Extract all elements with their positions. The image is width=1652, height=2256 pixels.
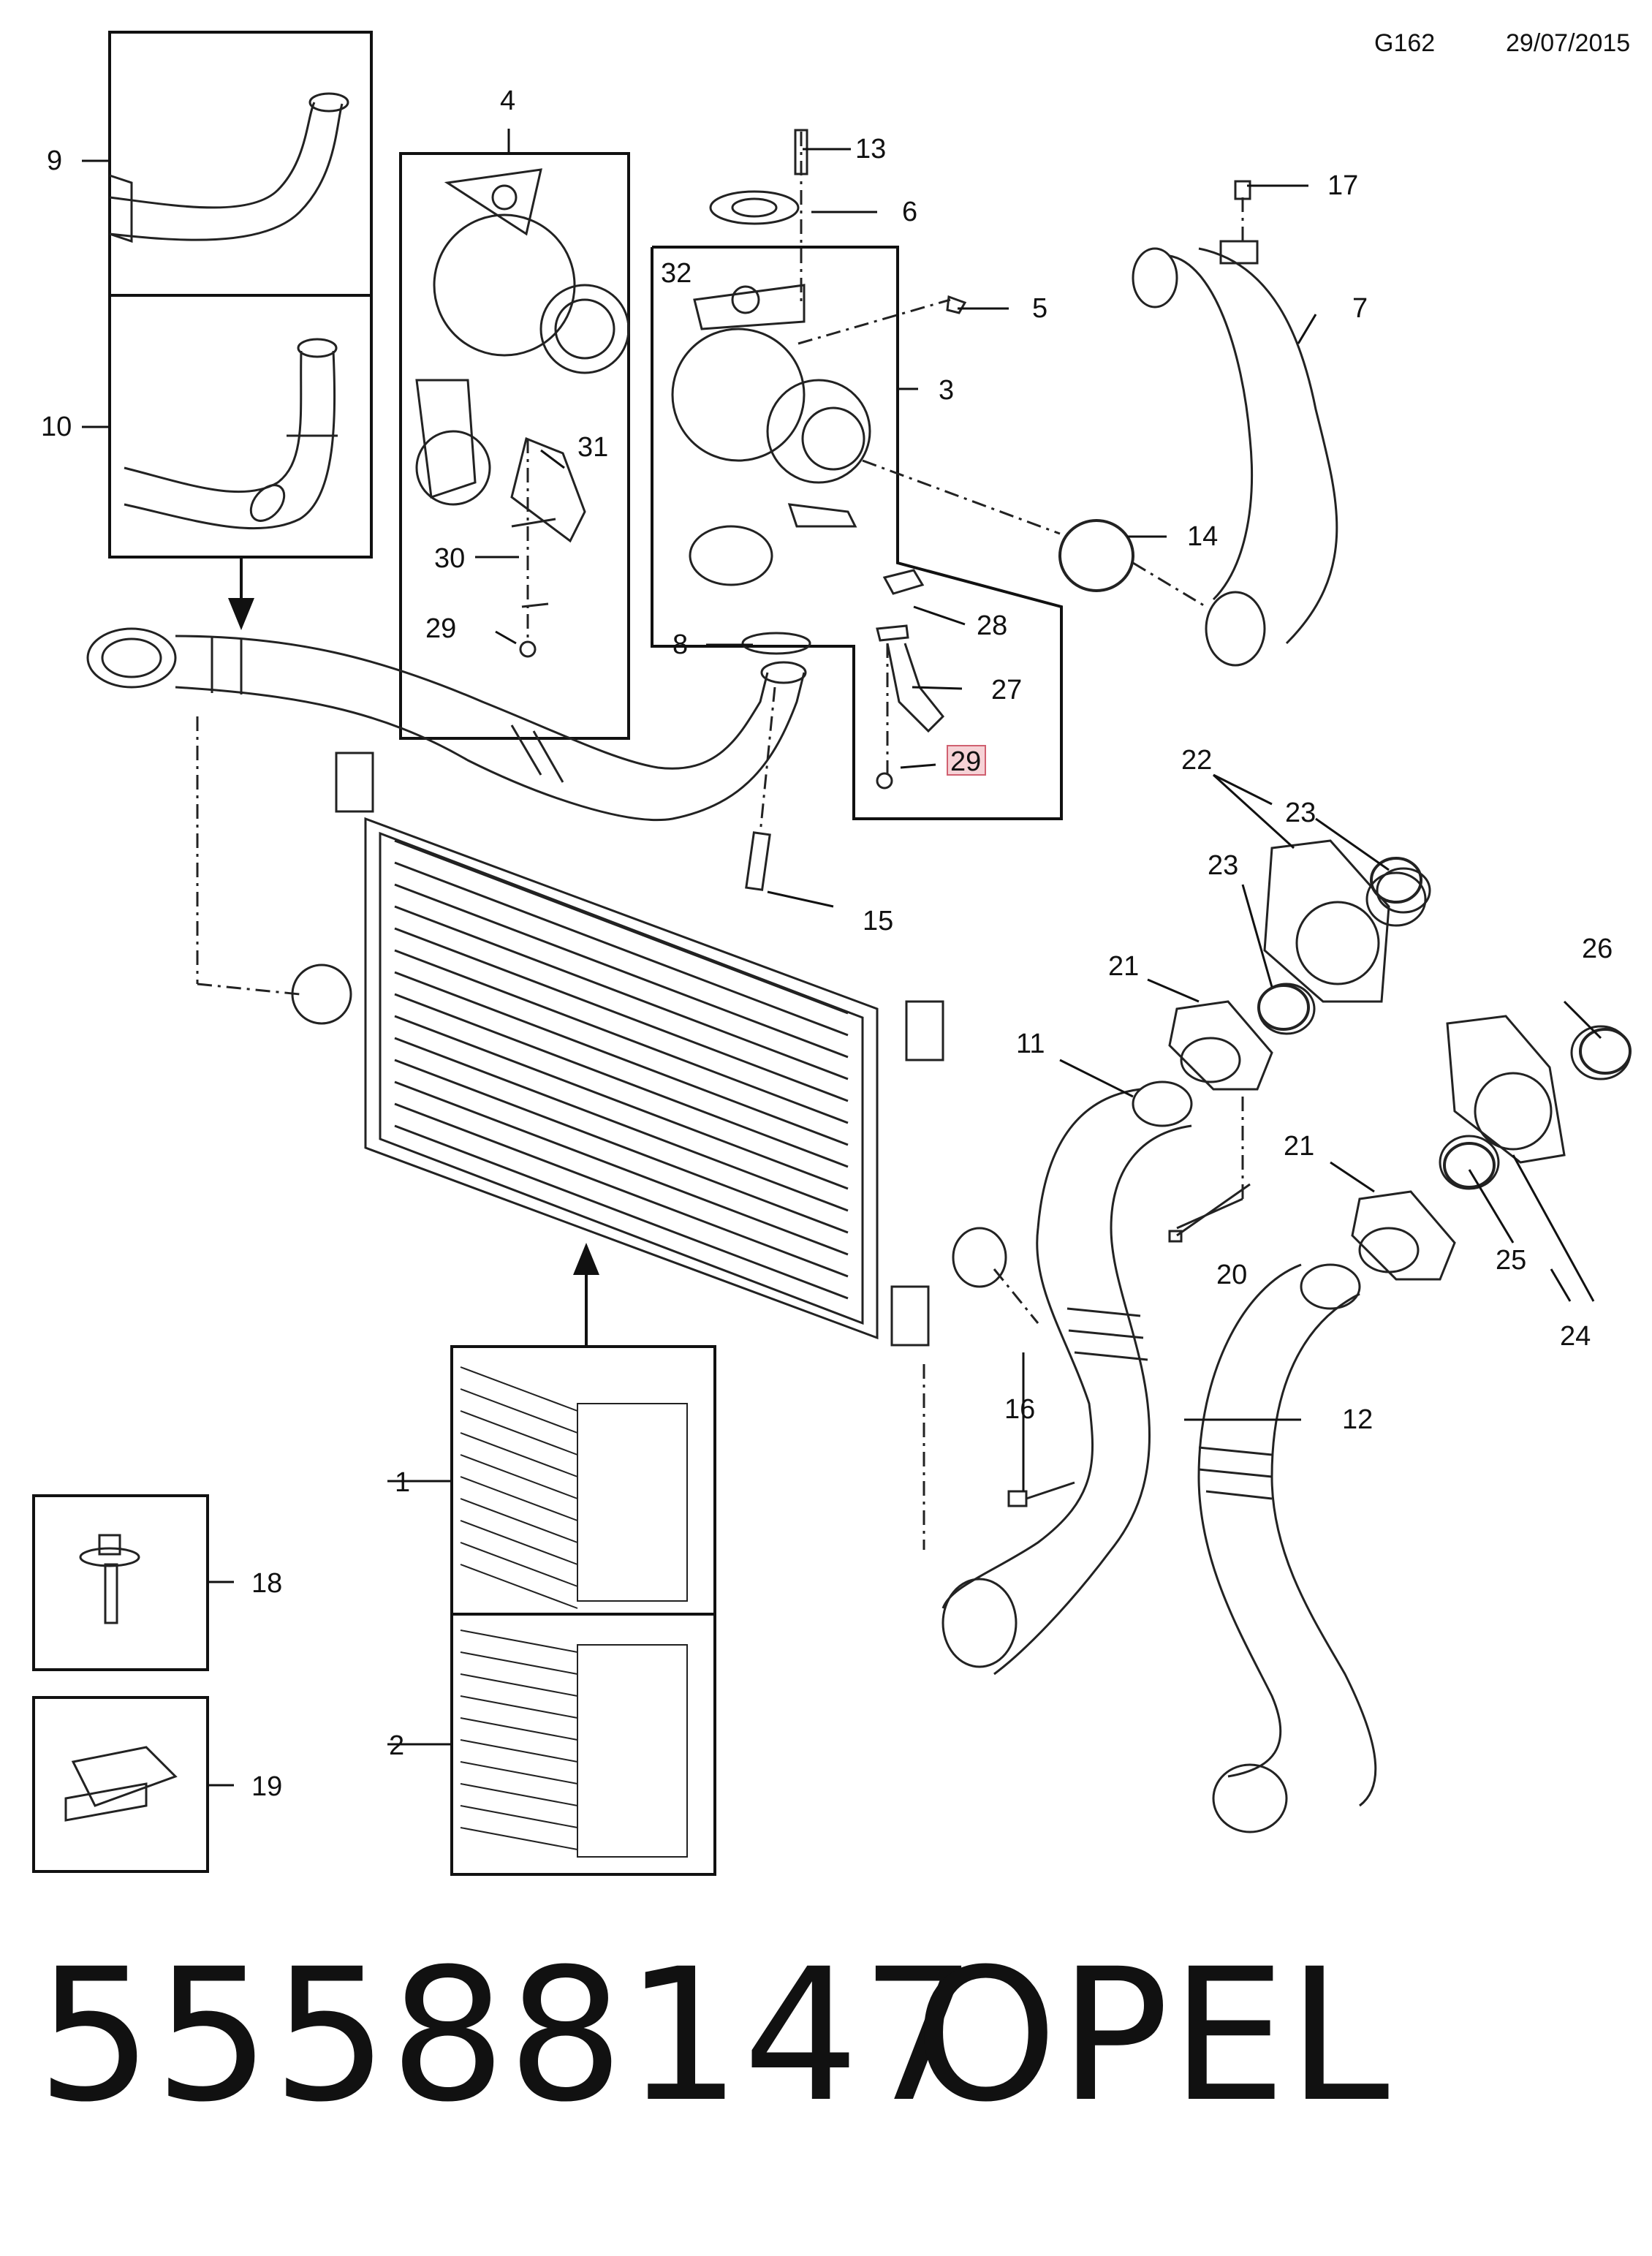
- callout-14: 14: [1187, 521, 1218, 552]
- callout-10: 10: [41, 412, 72, 442]
- callout-11: 11: [1016, 1029, 1045, 1059]
- part-number: 55588147: [37, 1929, 979, 2142]
- inset-cooler-drawing: [460, 1366, 688, 1858]
- turbo-4-box: [399, 152, 630, 740]
- callout-23b: 23: [1208, 850, 1238, 881]
- throttle-22-drawing: [1257, 839, 1431, 1035]
- callout-27: 27: [991, 675, 1022, 705]
- inset-hose-10-box: [108, 294, 373, 559]
- callout-15: 15: [863, 906, 893, 936]
- callout-3: 3: [939, 375, 954, 406]
- diagram-date: 29/07/2015: [1506, 29, 1631, 57]
- callout-22: 22: [1181, 745, 1212, 776]
- intercooler-drawing: [196, 716, 1039, 1550]
- hose-10-drawing: [124, 338, 338, 530]
- callout-4: 4: [500, 86, 515, 116]
- callout-26: 26: [1582, 934, 1613, 964]
- hose-7-drawing: [1132, 180, 1338, 667]
- inset-cooler-1-box: [450, 1345, 716, 1616]
- clip-19-drawing: [64, 1746, 178, 1822]
- diagram-code: G162: [1374, 29, 1436, 57]
- callout-18: 18: [251, 1568, 282, 1599]
- callout-28: 28: [977, 610, 1007, 641]
- callout-13: 13: [855, 134, 886, 164]
- leader-lines: [82, 129, 1602, 1787]
- bolt-18-drawing: [79, 1534, 140, 1624]
- callout-32: 32: [661, 258, 692, 289]
- callout-16: 16: [1004, 1394, 1035, 1425]
- throttle-24-drawing: [1439, 1015, 1632, 1190]
- callout-21b: 21: [1284, 1131, 1314, 1162]
- turbo-3-drawing: [671, 129, 967, 586]
- inset-hose-9-box: [108, 31, 373, 297]
- callout-12: 12: [1342, 1404, 1373, 1435]
- callout-6: 6: [902, 197, 917, 227]
- callout-21a: 21: [1108, 951, 1139, 982]
- hose-9-drawing: [109, 92, 349, 243]
- inset-bolt-18-box: [32, 1494, 209, 1671]
- callout-30: 30: [434, 543, 465, 574]
- callout-29b: 29: [950, 746, 981, 777]
- callout-23a: 23: [1285, 798, 1316, 828]
- arrow-down: [228, 557, 254, 630]
- brand-name: OPEL: [914, 1929, 1391, 2142]
- hose-12-drawing: [1197, 1263, 1377, 1833]
- callout-1: 1: [395, 1467, 410, 1498]
- callout-2: 2: [389, 1730, 404, 1761]
- callout-19: 19: [251, 1771, 282, 1802]
- turbo-4-drawing: [415, 168, 630, 658]
- hose-11-drawing: [941, 1080, 1193, 1676]
- callout-7: 7: [1352, 293, 1368, 324]
- callout-24: 24: [1560, 1321, 1591, 1352]
- bracket-28-27-drawing: [876, 569, 945, 790]
- bolt-20-drawing: [1168, 1183, 1251, 1243]
- highlight-box-29: [947, 745, 986, 776]
- sensor-15-drawing: [745, 686, 776, 891]
- callout-25: 25: [1496, 1245, 1526, 1276]
- rings-drawing: [1257, 857, 1632, 1189]
- callout-9: 9: [47, 145, 62, 176]
- callout-31: 31: [577, 432, 608, 463]
- inset-cooler-2-box: [450, 1613, 716, 1876]
- bolt-16-drawing: [1007, 1481, 1075, 1507]
- callout-29a: 29: [425, 613, 456, 644]
- turbo-3-box: [651, 246, 1063, 820]
- callout-5: 5: [1032, 293, 1047, 324]
- callout-8: 8: [672, 629, 688, 660]
- callout-17: 17: [1327, 170, 1358, 201]
- charge-pipe-drawing: [86, 627, 811, 822]
- arrow-up: [573, 1243, 599, 1347]
- callout-20: 20: [1216, 1260, 1247, 1290]
- inset-clip-19-box: [32, 1696, 209, 1873]
- clamp-14-drawing: [1058, 519, 1134, 592]
